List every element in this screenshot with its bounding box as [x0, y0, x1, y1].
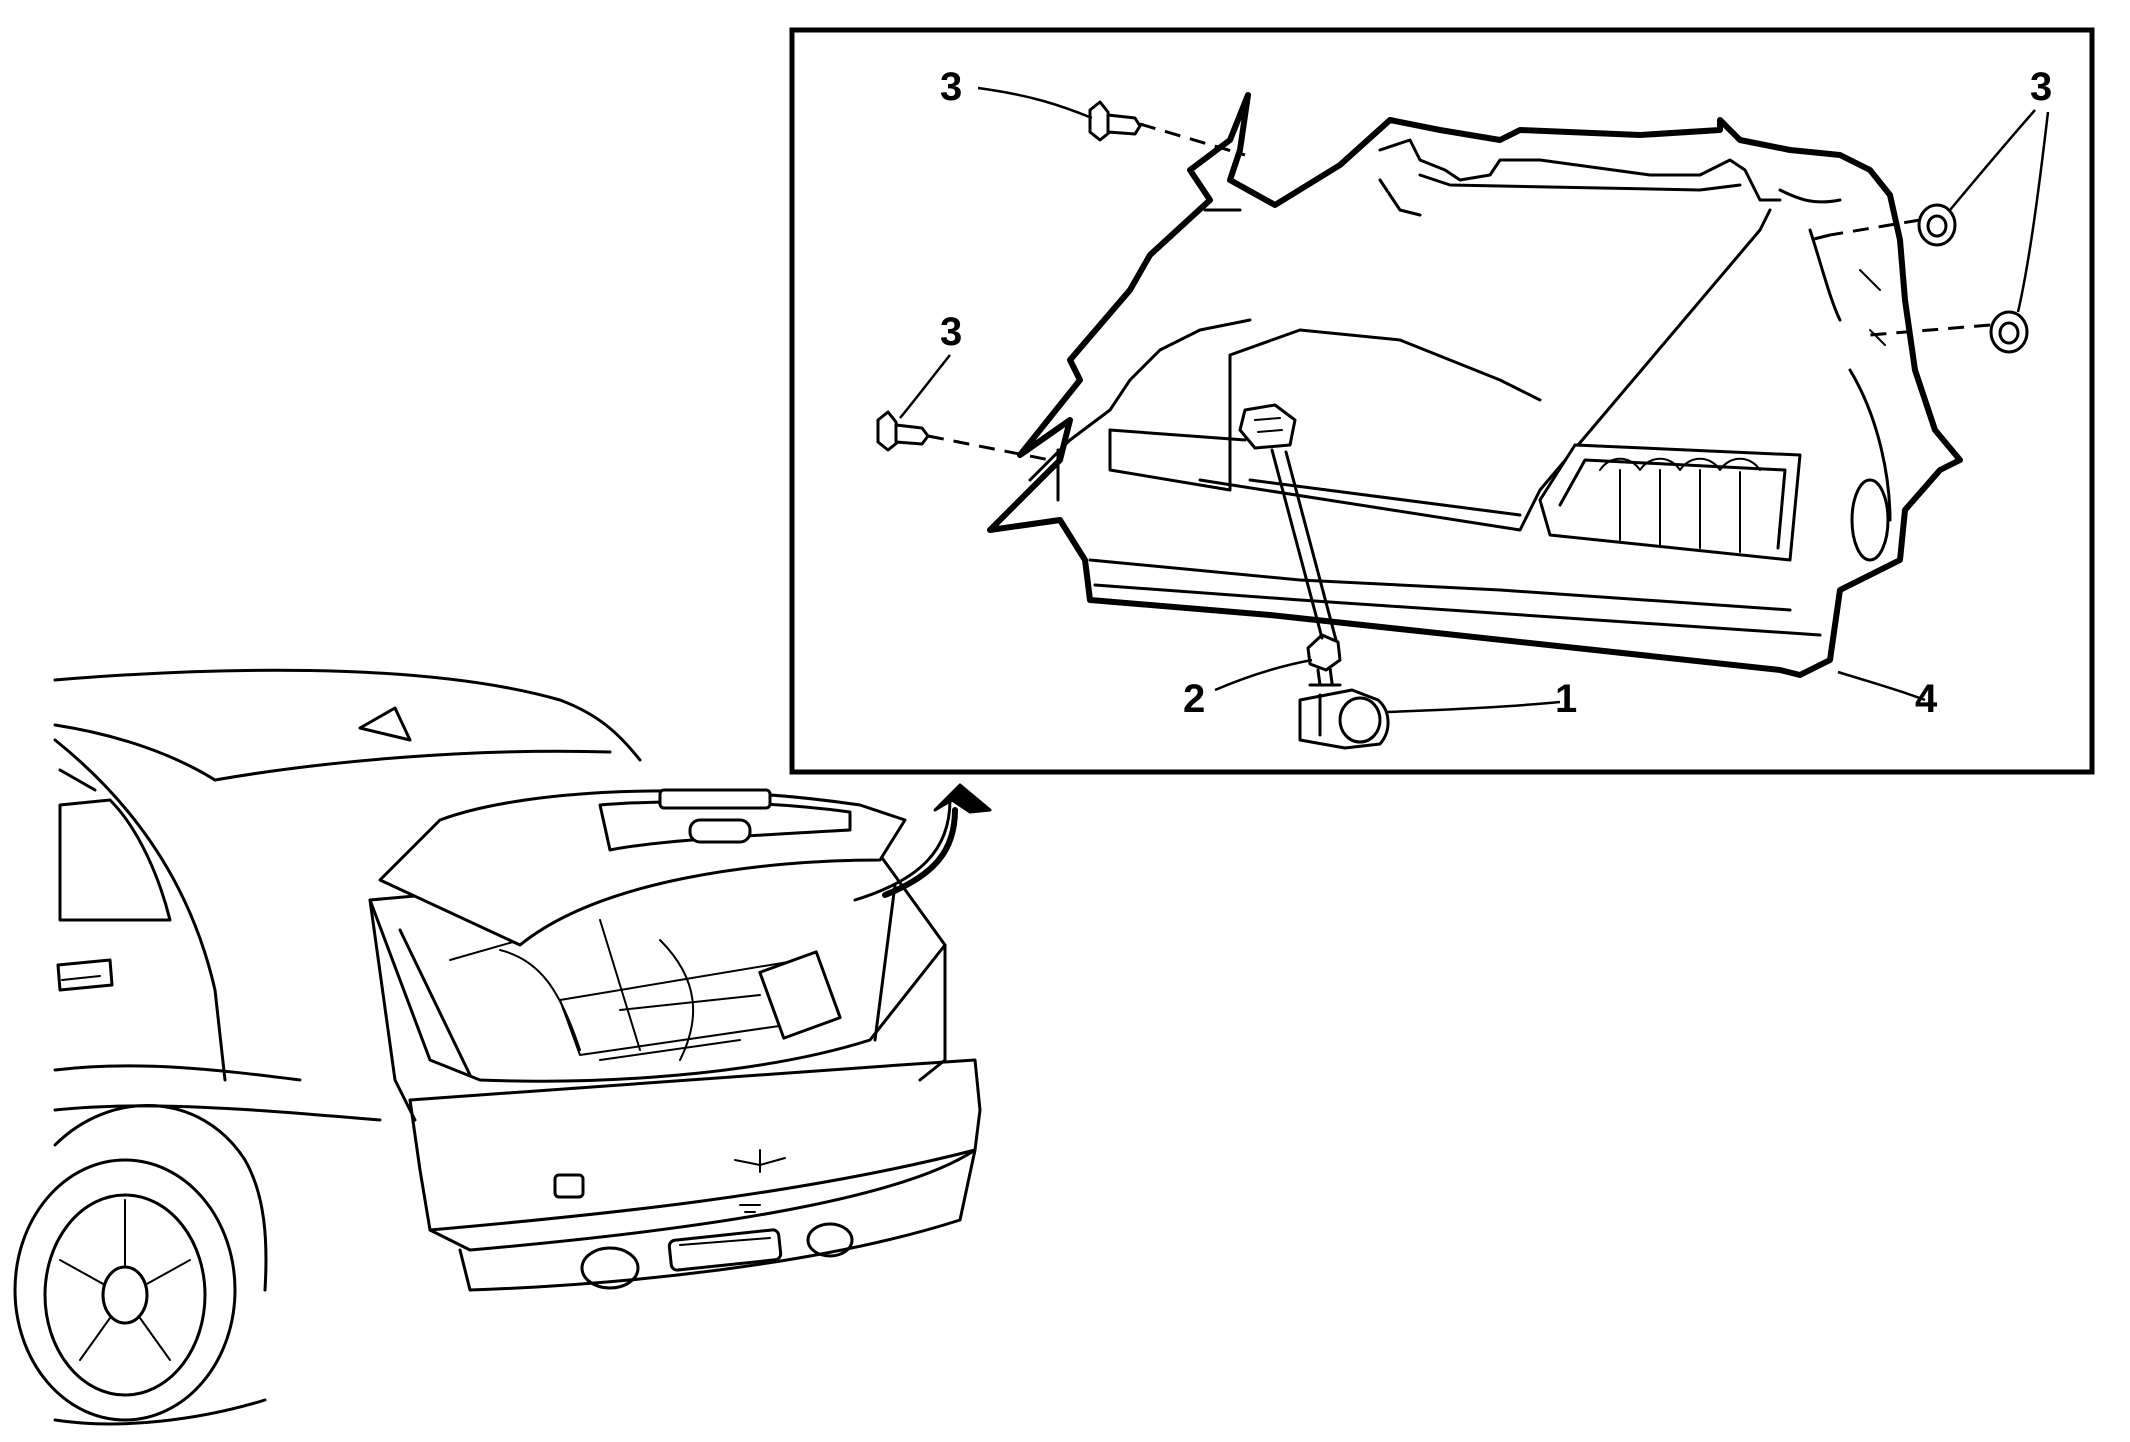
- antenna: [358, 706, 412, 742]
- trim-panel-outline: [987, 92, 1963, 678]
- callout-2: 2: [1183, 677, 1205, 721]
- leader-3-left: [899, 354, 951, 419]
- vehicle-roof: [53, 668, 642, 762]
- exhaust-left: [580, 1246, 640, 1290]
- leader-1: [1384, 700, 1561, 714]
- deck-lid: [378, 789, 907, 947]
- trunk-opening: [368, 853, 947, 1083]
- detail-arrow-head: [933, 783, 992, 814]
- leader-3-top-left: [977, 86, 1093, 120]
- reflector: [553, 1173, 585, 1199]
- vehicle-rear-view: [13, 668, 992, 1426]
- leader-2: [1214, 658, 1313, 692]
- wheel-arch: [53, 1104, 268, 1292]
- inset-frame: [789, 27, 2095, 775]
- rear-window-top: [213, 749, 612, 782]
- nut-upper-right: [1917, 203, 1957, 247]
- callout-3-left: 3: [940, 310, 962, 354]
- push-pin-lower-left: [876, 410, 930, 452]
- callout-3-top-left: 3: [940, 65, 962, 109]
- callout-1: 1: [1555, 677, 1577, 721]
- leader-3-right-b: [2016, 111, 2050, 313]
- callout-4: 4: [1915, 677, 1938, 721]
- rear-rim: [43, 1193, 207, 1397]
- leader-4: [1837, 670, 1926, 702]
- door-handle: [56, 958, 114, 992]
- c-pillar: [53, 738, 227, 1082]
- detail-inset: 3 3 3 2 1 4: [789, 27, 2095, 775]
- callout-3-right: 3: [2030, 65, 2052, 109]
- nut-lower-right: [1989, 310, 2029, 354]
- detail-arrow-shaft: [853, 798, 952, 902]
- rear-quarter: [368, 898, 417, 1122]
- rear-tire: [13, 1158, 237, 1422]
- push-pin-retainer-part-2: [1306, 633, 1342, 687]
- exhaust-right: [806, 1222, 854, 1258]
- vent-grille: [1538, 443, 1802, 562]
- license-lamp: [688, 818, 752, 844]
- push-pin-upper-left: [1088, 100, 1142, 142]
- rear-bumper: [408, 1058, 982, 1252]
- trunk-side-trim-panel: [987, 92, 1963, 678]
- leader-3-right-a: [1949, 109, 2036, 211]
- trim-cover-part-1: [1298, 688, 1390, 750]
